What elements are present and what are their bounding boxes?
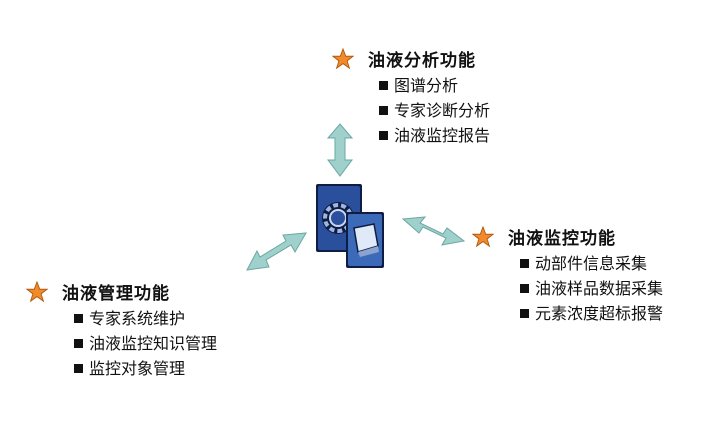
item-label: 动部件信息采集 [535, 254, 648, 273]
group-heading: 油液管理功能 [26, 279, 217, 304]
gear-and-monitor-icon [316, 184, 384, 268]
star-icon [26, 280, 48, 302]
square-bullet-icon [379, 106, 388, 115]
group-oil-management: 油液管理功能 专家系统维护 油液监控知识管理 监控对象管理 [26, 279, 217, 381]
list-item: 油液监控报告 [379, 123, 490, 148]
arrow-left-to-manage [246, 232, 307, 271]
item-label: 油液样品数据采集 [535, 279, 664, 298]
list-item: 专家系统维护 [74, 306, 217, 331]
square-bullet-icon [520, 284, 529, 293]
square-bullet-icon [379, 81, 388, 90]
square-bullet-icon [520, 309, 529, 318]
group-title: 油液分析功能 [368, 51, 476, 71]
square-bullet-icon [520, 259, 529, 268]
list-item: 图谱分析 [379, 73, 490, 98]
square-bullet-icon [74, 364, 83, 373]
item-list: 图谱分析 专家诊断分析 油液监控报告 [379, 73, 490, 148]
list-item: 动部件信息采集 [520, 251, 663, 276]
item-label: 专家诊断分析 [394, 101, 491, 120]
star-icon [332, 47, 354, 69]
item-label: 元素浓度超标报警 [535, 304, 664, 323]
item-list: 动部件信息采集 油液样品数据采集 元素浓度超标报警 [520, 251, 663, 326]
list-item: 专家诊断分析 [379, 98, 490, 123]
item-label: 油液监控报告 [394, 126, 491, 145]
item-label: 油液监控知识管理 [89, 334, 218, 353]
list-item: 元素浓度超标报警 [520, 301, 663, 326]
arrow-up-to-analysis [326, 123, 354, 177]
star-icon [472, 225, 494, 247]
list-item: 监控对象管理 [74, 356, 217, 381]
item-list: 专家系统维护 油液监控知识管理 监控对象管理 [74, 306, 217, 381]
group-title: 油液管理功能 [62, 284, 170, 304]
item-label: 专家系统维护 [89, 309, 186, 328]
item-label: 图谱分析 [394, 76, 459, 95]
list-item: 油液监控知识管理 [74, 331, 217, 356]
group-oil-monitoring: 油液监控功能 动部件信息采集 油液样品数据采集 元素浓度超标报警 [472, 224, 663, 326]
arrow-right-to-monitor [401, 216, 466, 246]
group-heading: 油液分析功能 [332, 46, 490, 71]
list-item: 油液样品数据采集 [520, 276, 663, 301]
item-label: 监控对象管理 [89, 359, 186, 378]
square-bullet-icon [74, 339, 83, 348]
square-bullet-icon [379, 131, 388, 140]
square-bullet-icon [74, 314, 83, 323]
group-oil-analysis: 油液分析功能 图谱分析 专家诊断分析 油液监控报告 [332, 46, 490, 148]
group-heading: 油液监控功能 [472, 224, 663, 249]
group-title: 油液监控功能 [508, 229, 616, 249]
